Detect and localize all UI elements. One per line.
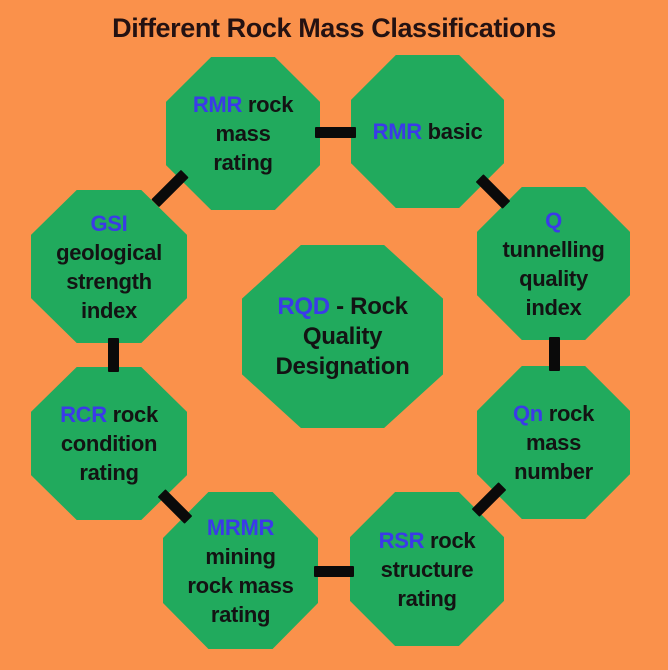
- node-rmr-rock-mass-rating: RMR rock mass rating: [166, 57, 320, 210]
- connector-mrmr-to-rcr: [157, 489, 193, 524]
- node-label-line: structure: [380, 556, 474, 582]
- connector-gsi-to-rmr: [151, 169, 189, 208]
- node-q-tunnelling-quality-index: Q tunnelling quality index: [477, 187, 630, 340]
- node-gsi-geological-strength-index: GSI geological strength index: [31, 190, 187, 343]
- node-label-line: strength: [66, 268, 152, 294]
- node-label-line: RMR basic: [372, 119, 483, 144]
- node-label-line: RSR rock: [378, 527, 476, 553]
- connector-rmr-to-rmr-basic: [315, 127, 356, 138]
- node-label-line: Q: [545, 206, 562, 235]
- connector-qn-to-rsr: [471, 482, 507, 517]
- node-label-line: Qn rock: [512, 401, 595, 426]
- node-label-line: mining: [205, 543, 276, 569]
- node-rmr-basic: RMR basic: [351, 55, 504, 208]
- node-rsr-rock-structure-rating: RSR rock structure rating: [350, 492, 504, 646]
- abbr-rsr: RSR: [378, 527, 425, 553]
- connector-rsr-to-mrmr: [314, 566, 354, 577]
- abbr-rcr: RCR: [60, 402, 107, 427]
- abbr-rmr: RMR: [192, 92, 243, 117]
- node-label-line: quality: [519, 265, 588, 291]
- node-label-line: index: [81, 297, 137, 323]
- abbr-rmr-basic: RMR: [372, 119, 423, 144]
- node-label-line: index: [525, 294, 582, 320]
- node-label-line: rating: [397, 585, 457, 611]
- abbr-gsi: GSI: [90, 210, 128, 236]
- node-label-line: Designation: [275, 352, 410, 380]
- node-label-line: geological: [56, 239, 162, 265]
- abbr-mrmr: MRMR: [206, 514, 275, 540]
- diagram-title: Different Rock Mass Classifications: [112, 13, 556, 43]
- connector-q-to-qn: [549, 337, 560, 371]
- node-label-line: RQD - Rock: [277, 292, 408, 320]
- node-label-line: rating: [210, 601, 271, 627]
- abbr-q: Q: [545, 207, 562, 233]
- node-label-line: rating: [79, 460, 139, 485]
- node-rqd-rock-quality-designation: RQD - Rock Quality Designation: [242, 245, 443, 428]
- node-label-line: GSI: [91, 209, 128, 238]
- node-label-line: condition: [60, 431, 158, 456]
- node-label-line: tunnelling: [502, 236, 605, 262]
- connector-rcr-to-gsi: [108, 338, 119, 372]
- node-label-line: MRMR: [206, 513, 275, 542]
- node-label-line: mass: [525, 430, 582, 455]
- connector-rmr-basic-to-q: [475, 174, 511, 209]
- node-label-line: Quality: [302, 322, 383, 350]
- node-label-line: RCR rock: [60, 402, 158, 427]
- node-label-line: rock mass: [187, 572, 294, 598]
- node-label-line: rating: [213, 150, 273, 175]
- node-label-line: RMR rock: [192, 92, 294, 117]
- abbr-qn: Qn: [512, 401, 543, 426]
- abbr-rqd: RQD: [277, 292, 330, 320]
- node-label-line: number: [514, 459, 593, 484]
- node-label-line: mass: [215, 121, 271, 146]
